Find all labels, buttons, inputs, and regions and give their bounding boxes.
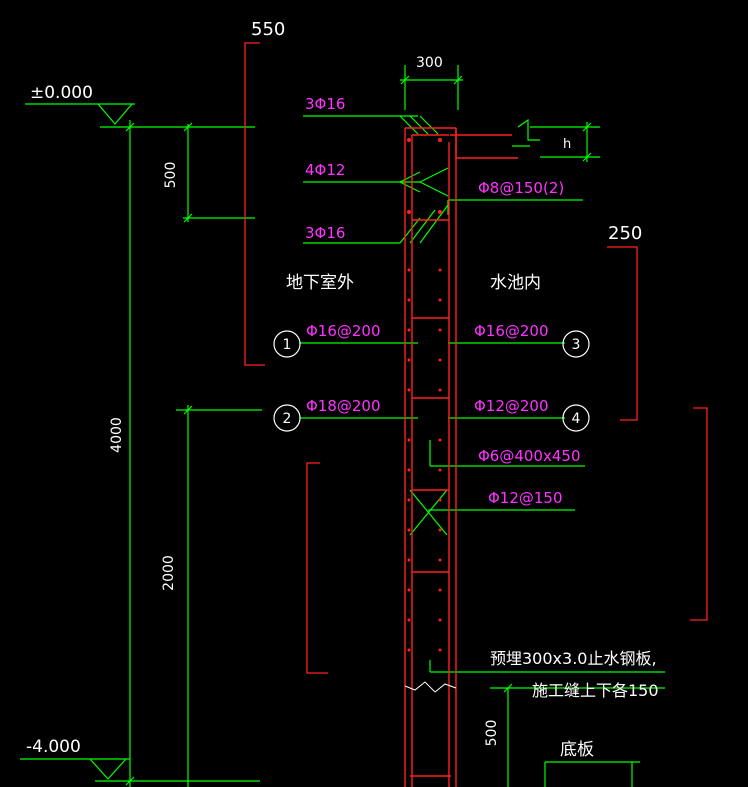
h-marker: h bbox=[563, 137, 571, 152]
rebar-middle-bars: 4Φ12 bbox=[305, 161, 345, 179]
wall-section bbox=[404, 127, 518, 787]
marker-3: 3 bbox=[572, 337, 581, 353]
marker-1: 1 bbox=[283, 337, 292, 353]
rebar-outer-vertical: Φ16@200 bbox=[306, 322, 381, 340]
rebar-lower-bars: 3Φ16 bbox=[305, 224, 345, 242]
dim-top-zone: 500 bbox=[163, 162, 179, 189]
label-outside: 地下室外 bbox=[286, 273, 354, 293]
rebar-cross-bars: Φ12@150 bbox=[488, 489, 563, 507]
elevation-top-label: ±0.000 bbox=[30, 83, 93, 103]
rebar-dots bbox=[407, 138, 442, 652]
waterstop-line2: 施工缝上下各150 bbox=[532, 681, 659, 700]
rebar-stirrup: Φ8@150(2) bbox=[478, 179, 564, 197]
rebar-outer-horizontal: Φ18@200 bbox=[306, 397, 381, 415]
dim-total-height: 4000 bbox=[109, 417, 125, 453]
dim-wall-thickness: 300 bbox=[416, 55, 443, 71]
dim-base-zone: 500 bbox=[484, 720, 500, 747]
dim-outer-bracket: 550 bbox=[251, 19, 285, 40]
dimension-lines bbox=[20, 65, 665, 787]
marker-2: 2 bbox=[283, 411, 292, 427]
rebar-top-bars: 3Φ16 bbox=[305, 95, 345, 113]
zone-brackets bbox=[244, 42, 708, 674]
waterstop-line1: 预埋300x3.0止水钢板, bbox=[490, 649, 657, 668]
marker-circles bbox=[273, 330, 590, 432]
marker-4: 4 bbox=[572, 411, 581, 427]
elevation-bottom-label: -4.000 bbox=[26, 737, 81, 757]
label-base-slab: 底板 bbox=[560, 740, 594, 760]
rebar-inner-horizontal: Φ12@200 bbox=[474, 397, 549, 415]
dim-inner-bracket: 250 bbox=[608, 223, 642, 244]
label-inside: 水池内 bbox=[490, 273, 541, 293]
rebar-tie-bars: Φ6@400x450 bbox=[478, 447, 581, 465]
rebar-inner-vertical: Φ16@200 bbox=[474, 322, 549, 340]
dim-lower-zone: 2000 bbox=[161, 555, 177, 591]
